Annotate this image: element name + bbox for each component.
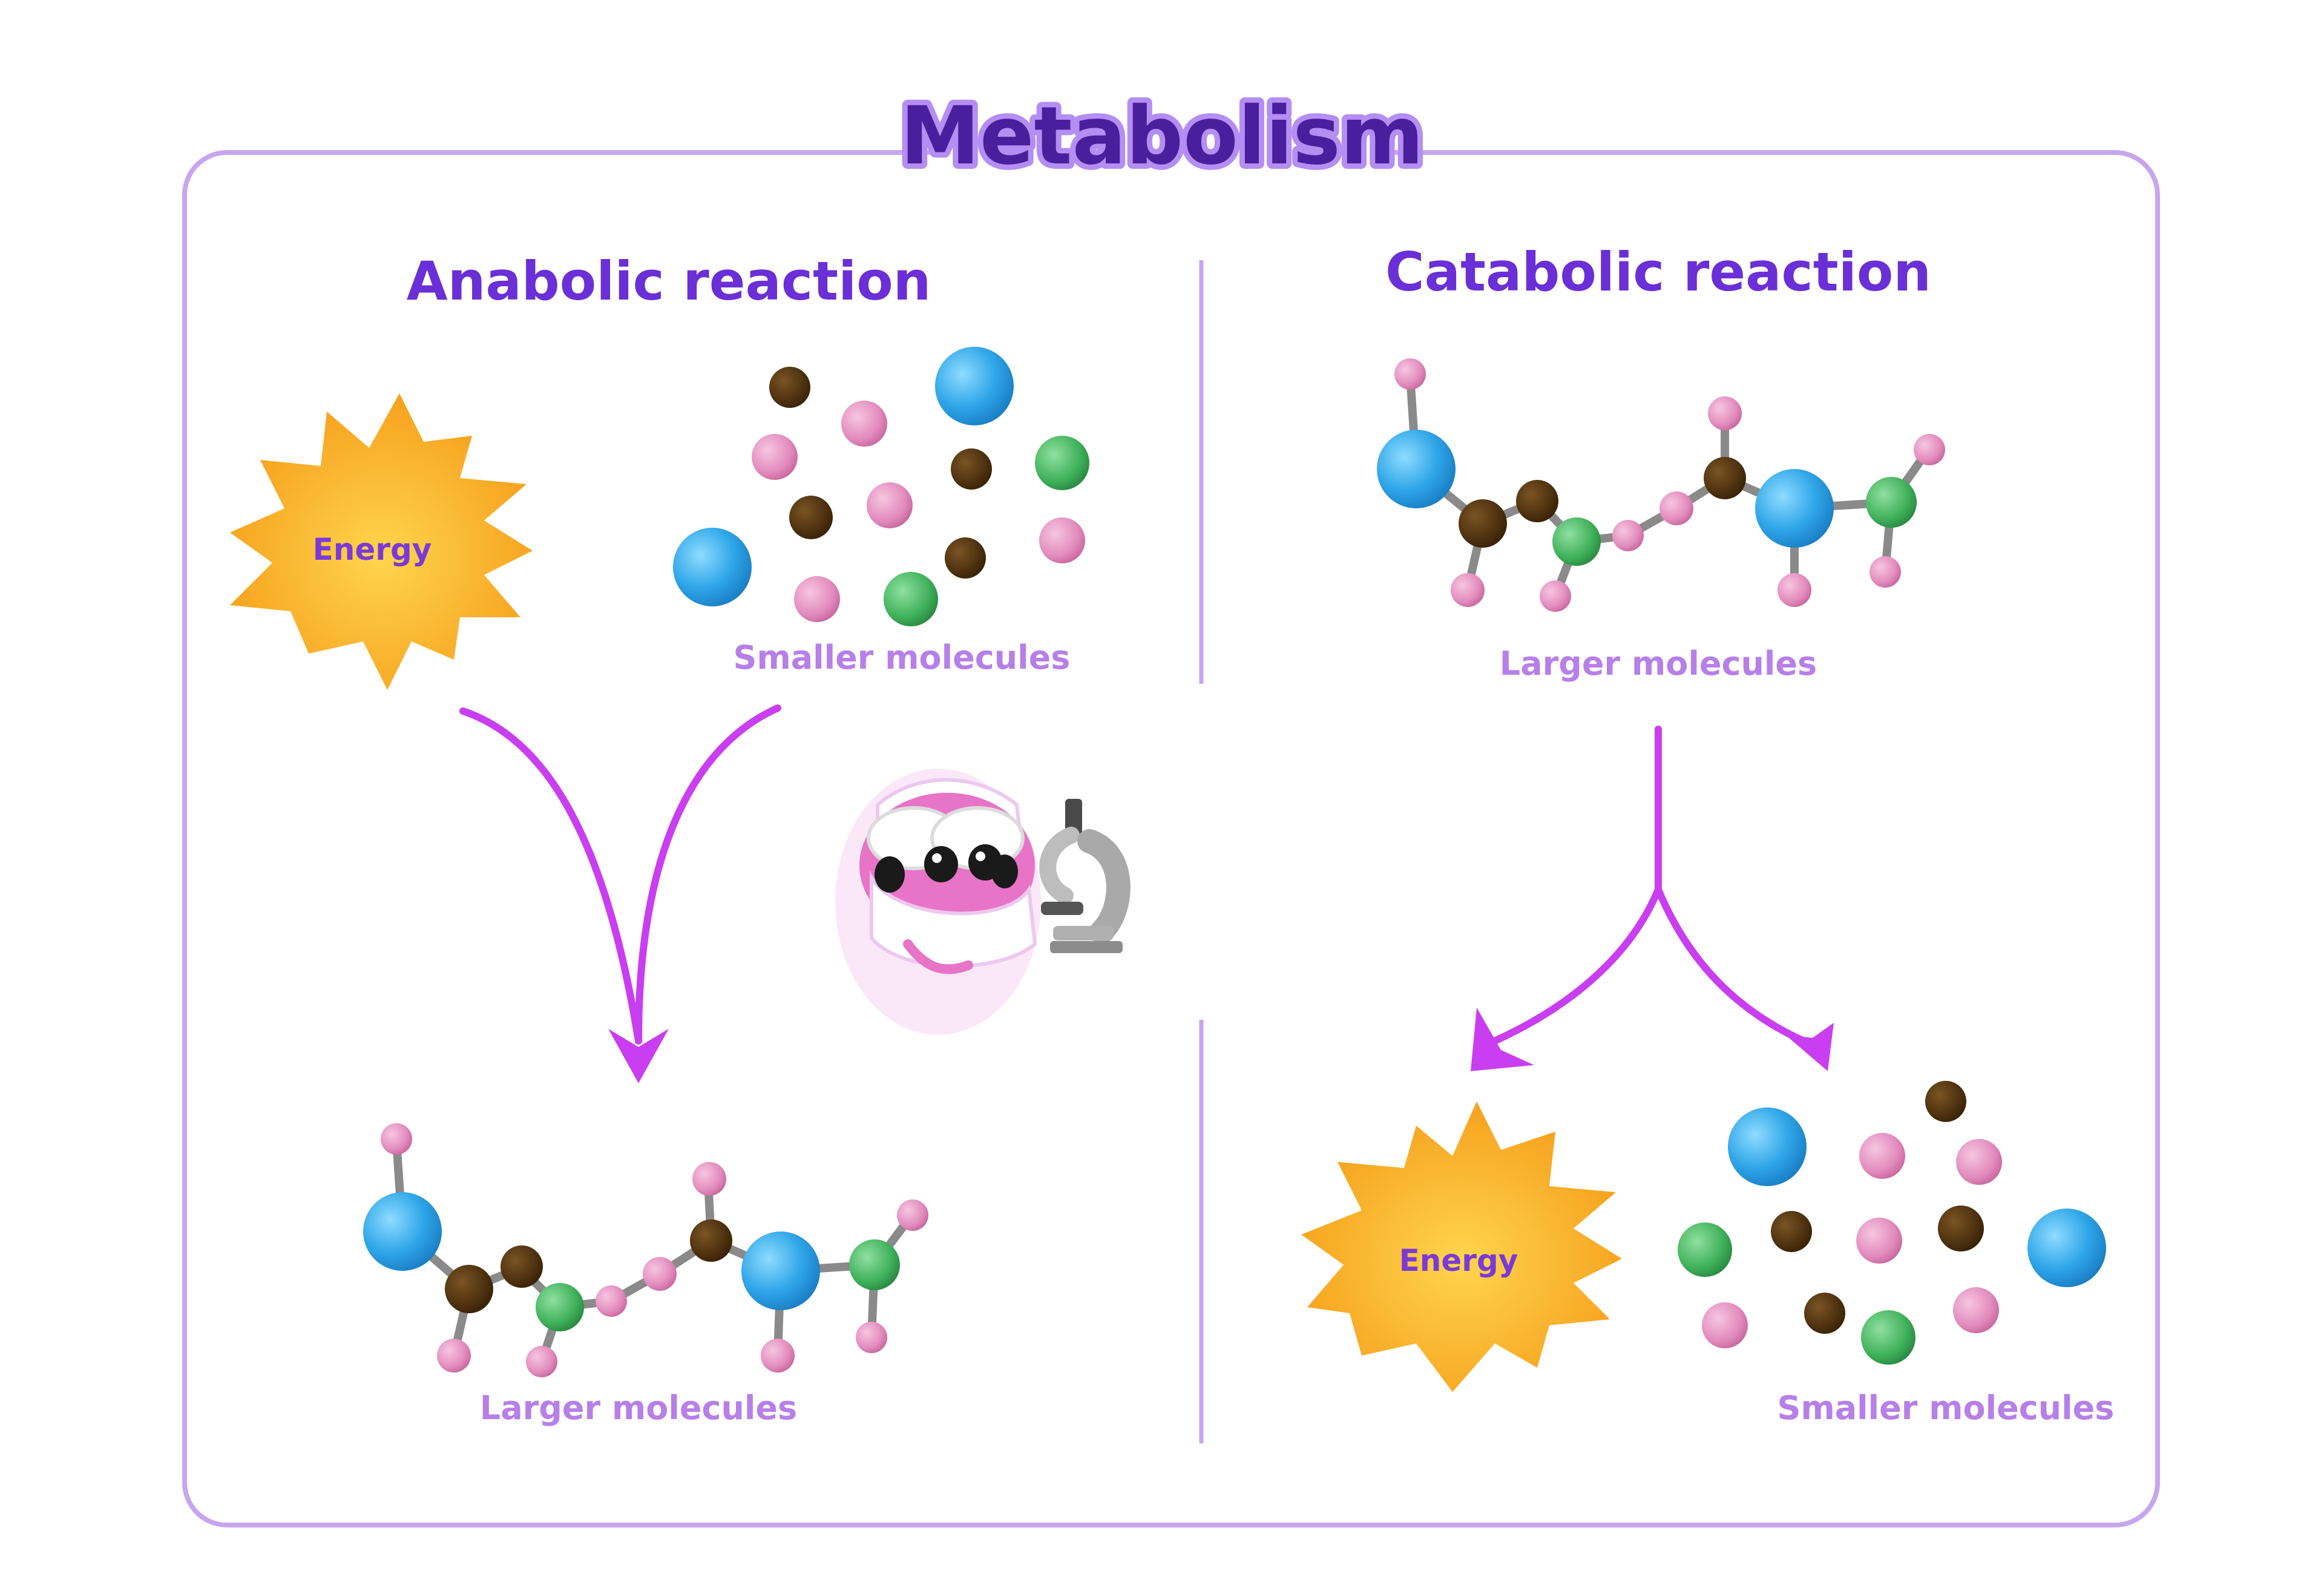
green-atom (1866, 477, 1917, 528)
brown-atom (1925, 1081, 1966, 1122)
blue-atom (363, 1192, 442, 1271)
arrow-to-smaller (1655, 886, 1807, 1045)
larger-molecules-label: Larger molecules (480, 1389, 797, 1427)
catabolic-heading: Catabolic reaction (1385, 241, 1931, 303)
brown-atom (769, 367, 810, 408)
pink-atom (856, 1322, 887, 1353)
brown-atom (1938, 1206, 1984, 1251)
arrowhead-smaller (1785, 1023, 1834, 1071)
pink-atom (1612, 520, 1644, 551)
brown-atom (501, 1245, 543, 1288)
anabolic-heading: Anabolic reaction (407, 250, 931, 312)
pink-atom (1540, 580, 1571, 612)
brown-atom (690, 1219, 732, 1262)
pink-atom (752, 434, 798, 480)
pink-atom (1659, 491, 1693, 525)
smaller-molecules-label: Smaller molecules (734, 638, 1071, 677)
pink-atom (897, 1199, 928, 1231)
green-atom (1861, 1310, 1915, 1365)
pink-atom (1777, 573, 1811, 607)
diagram-frame (182, 150, 2160, 1527)
blue-atom (673, 528, 752, 606)
smaller-molecules-anabolic (673, 347, 1089, 626)
brown-atom (1771, 1211, 1812, 1252)
smaller-molecules-catabolic (1678, 1081, 2106, 1365)
pink-atom (1953, 1287, 1999, 1333)
pink-atom (437, 1339, 471, 1373)
pink-atom (526, 1346, 557, 1377)
pink-atom (1708, 396, 1742, 430)
energy-burst-shape (1301, 1101, 1622, 1392)
arrowhead-energy (1471, 1008, 1534, 1071)
blue-atom (1728, 1107, 1807, 1186)
arrowhead-anabolic (608, 1029, 669, 1083)
arrow-to-energy (1491, 886, 1662, 1045)
pink-atom (867, 482, 913, 528)
green-atom (849, 1239, 900, 1290)
brown-atom (789, 496, 833, 539)
blue-atom (741, 1232, 820, 1310)
smaller-molecules-label: Smaller molecules (1777, 1389, 2115, 1427)
pink-atom (643, 1257, 677, 1291)
blue-atom (1755, 469, 1834, 548)
green-atom (1035, 436, 1089, 490)
brown-atom (1804, 1293, 1845, 1334)
brown-atom (1704, 457, 1746, 499)
brown-atom (1516, 480, 1558, 522)
page-title: Metabolism (901, 90, 1424, 183)
pink-atom (1394, 358, 1426, 390)
pink-atom (761, 1339, 795, 1373)
pink-atom (596, 1285, 627, 1317)
energy-burst-anabolic: Energy (230, 393, 533, 690)
blue-atom (2027, 1209, 2106, 1287)
energy-burst-shape (230, 393, 533, 690)
pink-atom (794, 576, 840, 622)
pink-atom (1859, 1133, 1905, 1179)
arrow-energy-to-product (459, 707, 642, 1045)
green-atom (884, 572, 938, 626)
larger-molecules-label: Larger molecules (1500, 645, 1817, 683)
pink-atom (692, 1162, 726, 1196)
larger-molecule-catabolic (1377, 358, 1945, 612)
pink-atom (1856, 1218, 1902, 1264)
energy-label: Energy (313, 532, 432, 567)
pink-atom (1451, 573, 1485, 607)
blue-atom (935, 347, 1014, 425)
pink-atom (381, 1123, 412, 1155)
pink-atom (1914, 434, 1945, 465)
title-backdrop (944, 85, 1380, 200)
green-atom (1678, 1222, 1732, 1277)
arrow-molecules-to-product (635, 704, 781, 1045)
energy-burst-catabolic: Energy (1301, 1101, 1622, 1392)
scientist-mascot-icon (835, 769, 1131, 1035)
blue-atom (1377, 430, 1456, 508)
brown-atom (951, 448, 992, 490)
pink-atom (841, 401, 887, 447)
pink-atom (1956, 1139, 2002, 1185)
brown-atom (445, 1265, 493, 1313)
pink-atom (1869, 556, 1901, 588)
brown-atom (1459, 499, 1507, 548)
pink-atom (1702, 1302, 1748, 1348)
green-atom (536, 1283, 584, 1331)
energy-label: Energy (1399, 1243, 1518, 1278)
larger-molecule-anabolic (363, 1123, 928, 1377)
brown-atom (945, 537, 986, 579)
pink-atom (1039, 517, 1085, 563)
green-atom (1552, 517, 1601, 566)
